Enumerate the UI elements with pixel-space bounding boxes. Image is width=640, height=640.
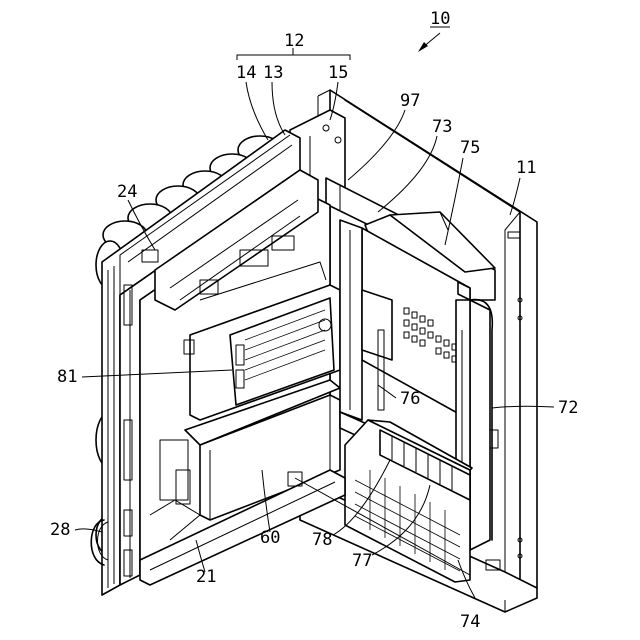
label-73: 73 xyxy=(432,117,452,137)
label-10: 10 xyxy=(430,9,450,29)
label-13: 13 xyxy=(263,63,283,83)
label-24: 24 xyxy=(117,182,137,202)
label-21: 21 xyxy=(196,567,216,587)
label-28: 28 xyxy=(50,520,70,540)
label-74: 74 xyxy=(460,612,480,632)
label-11: 11 xyxy=(516,158,536,178)
label-97: 97 xyxy=(400,91,420,111)
label-81: 81 xyxy=(57,367,77,387)
label-60: 60 xyxy=(260,528,280,548)
label-14: 14 xyxy=(236,63,256,83)
label-77: 77 xyxy=(352,551,372,571)
label-72: 72 xyxy=(558,398,578,418)
label-78: 78 xyxy=(312,530,332,550)
label-15: 15 xyxy=(328,63,348,83)
label-12: 12 xyxy=(284,31,304,51)
label-75: 75 xyxy=(460,138,480,158)
label-76: 76 xyxy=(400,389,420,409)
